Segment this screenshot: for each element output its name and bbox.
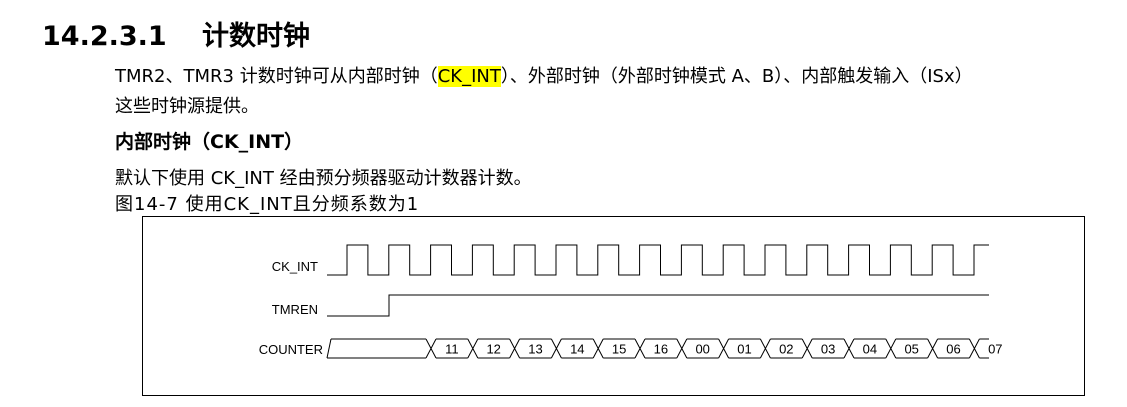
counter-transition bbox=[467, 338, 479, 359]
counter-segment bbox=[477, 338, 510, 359]
counter-transition bbox=[927, 338, 939, 359]
counter-segment bbox=[770, 338, 803, 359]
intro-text-before: TMR2、TMR3 计数时钟可从内部时钟（ bbox=[115, 66, 438, 87]
counter-transition bbox=[968, 338, 980, 359]
counter-segment bbox=[812, 338, 844, 359]
counter-transition bbox=[718, 338, 730, 359]
counter-value: 02 bbox=[779, 342, 793, 357]
counter-value: 06 bbox=[946, 342, 960, 357]
counter-transition bbox=[885, 338, 897, 359]
counter-value: 04 bbox=[863, 342, 877, 357]
counter-segment bbox=[686, 338, 719, 359]
counter-transition bbox=[843, 338, 855, 359]
counter-transition bbox=[550, 338, 562, 359]
signal-label-tmren: TMREN bbox=[272, 302, 318, 317]
tmren-waveform bbox=[327, 294, 989, 317]
intro-line-1: TMR2、TMR3 计数时钟可从内部时钟（CK_INT）、外部时钟（外部时钟模式… bbox=[115, 62, 973, 88]
counter-transition bbox=[634, 338, 646, 359]
counter-segment bbox=[436, 338, 468, 359]
intro-text-after: ）、外部时钟（外部时钟模式 A、B）、内部触发输入（ISx） bbox=[500, 66, 973, 87]
counter-value: 07 bbox=[988, 342, 1002, 357]
section-title: 计数时钟 bbox=[202, 21, 310, 52]
counter-segment bbox=[895, 338, 928, 359]
counter-transition bbox=[801, 338, 813, 359]
counter-segment bbox=[603, 338, 635, 359]
counter-value: 05 bbox=[904, 342, 918, 357]
signal-label-ck-int: CK_INT bbox=[272, 259, 318, 274]
ck-int-waveform bbox=[327, 244, 989, 276]
counter-segment bbox=[979, 338, 989, 359]
counter-value: 03 bbox=[821, 342, 835, 357]
timing-diagram: CK_INT TMREN COUNTER 11 12 13 14 15 16 00 01 02 0… bbox=[142, 216, 1085, 396]
counter-transition bbox=[509, 338, 521, 359]
figure-caption: 图14-7 使用CK_INT且分频系数为1 bbox=[115, 194, 420, 215]
counter-segment bbox=[854, 338, 886, 359]
counter-transition bbox=[676, 338, 688, 359]
counter-transition bbox=[592, 338, 604, 359]
counter-value: 16 bbox=[654, 342, 668, 357]
counter-value: 15 bbox=[612, 342, 626, 357]
intro-line-2: 这些时钟源提供。 bbox=[115, 96, 259, 117]
subsection-title: 内部时钟（CK_INT） bbox=[115, 131, 304, 153]
section-number: 14.2.3.1 bbox=[42, 21, 167, 52]
counter-segment bbox=[645, 338, 677, 359]
counter-value: 14 bbox=[570, 342, 584, 357]
counter-transition bbox=[425, 338, 437, 359]
counter-value: 12 bbox=[486, 342, 500, 357]
counter-bus: 11 12 13 14 15 16 00 01 02 03 04 05 06 07 bbox=[326, 338, 1003, 359]
counter-value: 11 bbox=[445, 342, 459, 357]
counter-value: 13 bbox=[528, 342, 542, 357]
counter-segment bbox=[728, 338, 761, 359]
counter-value: 00 bbox=[695, 342, 709, 357]
counter-transition bbox=[759, 338, 771, 359]
counter-segment bbox=[519, 338, 552, 359]
body-text: 默认下使用 CK_INT 经由预分频器驱动计数器计数。 bbox=[115, 168, 532, 189]
counter-value: 01 bbox=[737, 342, 751, 357]
counter-bus-lead bbox=[326, 338, 426, 359]
counter-segment bbox=[561, 338, 594, 359]
counter-segment bbox=[937, 338, 970, 359]
signal-label-counter: COUNTER bbox=[259, 342, 323, 357]
section-heading: 14.2.3.1 计数时钟 bbox=[42, 14, 310, 53]
timing-diagram-svg: CK_INT TMREN COUNTER 11 12 13 14 15 16 00 01 02 0… bbox=[259, 244, 1003, 359]
highlighted-ck-int: CK_INT bbox=[437, 66, 501, 87]
